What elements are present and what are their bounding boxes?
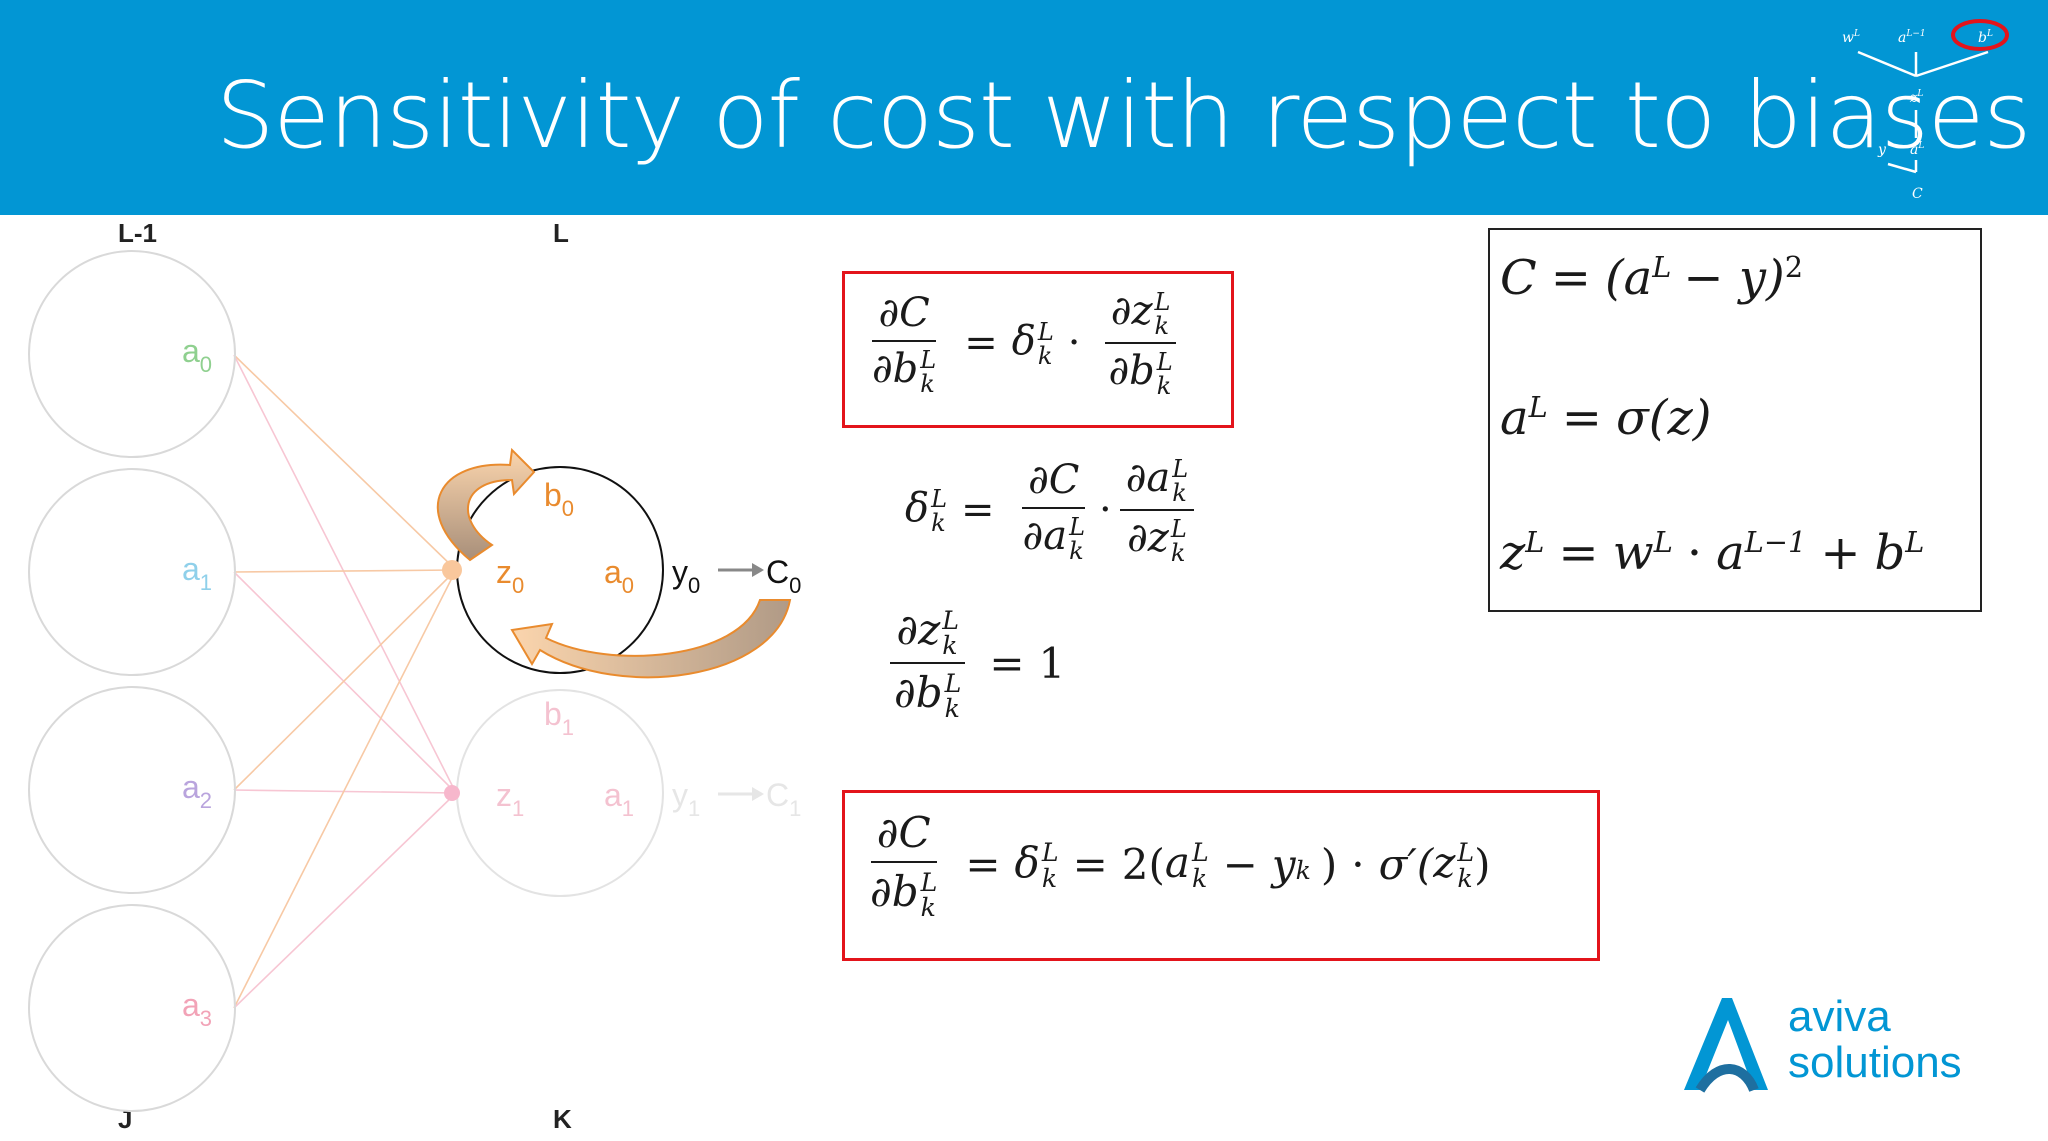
- title-banner: [0, 0, 2048, 215]
- faded-z: z1: [496, 777, 524, 821]
- definition-activation: aL=σ(z): [1500, 390, 1712, 446]
- faded-c: C1: [766, 777, 801, 821]
- layer-index-curr: K: [553, 1104, 572, 1134]
- mini-y: y: [1877, 142, 1887, 158]
- arrow-z-to-b: [437, 447, 536, 562]
- node-prev-2: [28, 686, 236, 894]
- node-prev-3: [28, 904, 236, 1112]
- mini-a: aL−1: [1898, 29, 1926, 46]
- arrow-cost-to-z: [510, 599, 792, 679]
- faded-b: b1: [544, 696, 574, 740]
- node-prev-0: [28, 250, 236, 458]
- mini-w: wL: [1842, 29, 1860, 46]
- page-title: Sensitivity of cost with respect to bias…: [216, 62, 2031, 169]
- node-label-a3: a3: [182, 987, 212, 1031]
- aviva-logo-icon: [1684, 998, 1768, 1093]
- active-c: C0: [766, 554, 801, 598]
- definition-weighted-sum: zL=wL·aL−1+bL: [1500, 525, 1925, 581]
- highlight-circle: [1951, 19, 2009, 51]
- equation-final-box: [842, 790, 1600, 961]
- definitions-box: [1488, 228, 1982, 612]
- node-prev-1: [28, 468, 236, 676]
- logo-text-aviva: aviva: [1788, 992, 1891, 1041]
- faded-a: a1: [604, 777, 634, 821]
- active-y: y0: [672, 554, 700, 598]
- node-label-a1: a1: [182, 551, 212, 595]
- mini-al: aL: [1910, 141, 1924, 158]
- layer-label-prev: L-1: [118, 218, 157, 248]
- mini-c: C: [1912, 186, 1923, 202]
- eq1-num: ∂C: [872, 290, 936, 342]
- layer-label-curr: L: [553, 218, 569, 248]
- equation-chain-rule-box: [842, 271, 1234, 428]
- node-label-a2: a2: [182, 769, 212, 813]
- active-b: b0: [544, 477, 574, 521]
- layer-index-prev: J: [118, 1104, 132, 1134]
- faded-y: y1: [672, 777, 700, 821]
- definition-cost: C=(aL− y)2: [1500, 250, 1804, 306]
- aviva-solutions-logo: aviva solutions: [1678, 990, 1998, 1100]
- network-diagram: L-1 L J K a0 a1 a2 a3 b1 z1 a1 y1 C1: [28, 218, 801, 1134]
- logo-text-solutions: solutions: [1788, 1038, 1962, 1087]
- dependency-mini-diagram: wL aL−1 bL zL y aL C: [1842, 19, 2009, 202]
- active-z: z0: [496, 554, 524, 598]
- mini-z: zL: [1909, 89, 1923, 106]
- node-label-a0: a0: [182, 333, 212, 377]
- active-a: a0: [604, 554, 634, 598]
- mini-b: bL: [1978, 29, 1993, 46]
